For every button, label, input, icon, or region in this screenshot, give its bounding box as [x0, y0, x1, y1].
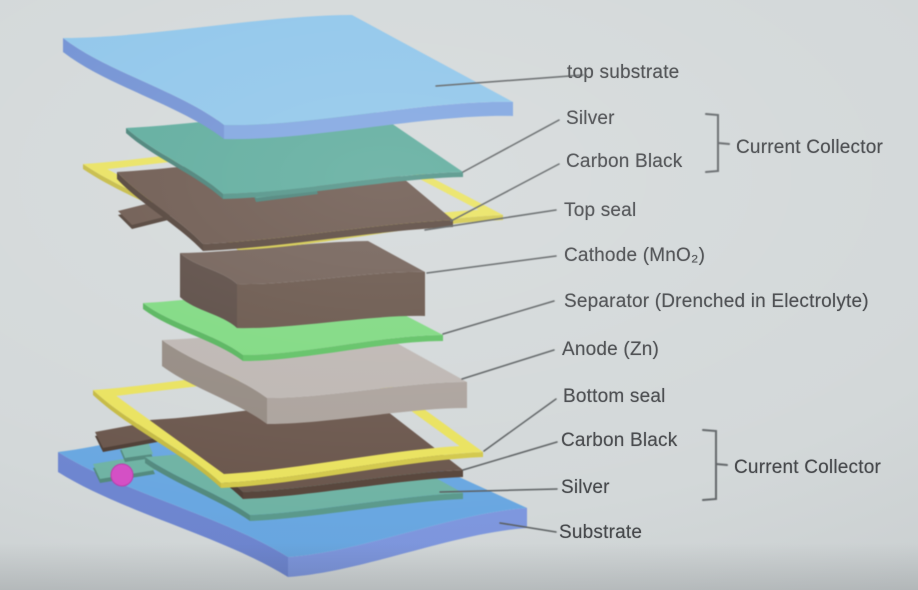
- substrate-front-face: [288, 508, 527, 577]
- label-top-seal: Top seal: [564, 200, 637, 221]
- top-substrate-left-face: [63, 38, 224, 139]
- label-cathode: Cathode (MnO₂): [564, 245, 706, 266]
- leader-top-seal: [424, 209, 557, 231]
- label-substrate: Substrate: [559, 522, 643, 543]
- leader-bottom-seal: [483, 398, 557, 452]
- leader-cathode: [426, 255, 557, 274]
- silver-bottom-front-face: [250, 493, 463, 521]
- carbon-black-bottom-front-face: [243, 470, 463, 499]
- anode-left-face: [162, 340, 267, 424]
- leader-silver-bottom: [439, 488, 558, 493]
- bottom-seal-front-face: [221, 452, 483, 488]
- leader-carbon-black-bottom: [462, 441, 558, 471]
- bottom-seal-left-face: [93, 390, 221, 488]
- label-carbon-black-top: Carbon Black: [566, 151, 683, 172]
- cathode-top-face: [180, 241, 425, 285]
- cathode-left-face: [180, 253, 237, 328]
- label-top-substrate: top substrate: [567, 62, 680, 83]
- electrolyte-dot: [110, 463, 134, 487]
- carbon-black-bottom-top-face: [150, 398, 463, 492]
- leader-substrate: [499, 522, 557, 533]
- bracket-current-collector-bottom: [702, 429, 728, 501]
- silver-top-front-face: [223, 172, 463, 199]
- cathode-front-face: [237, 271, 425, 329]
- label-separator: Separator (Drenched in Electrolyte): [564, 291, 869, 312]
- label-anode: Anode (Zn): [562, 339, 660, 360]
- label-silver-top: Silver: [566, 108, 615, 129]
- label-bottom-seal: Bottom seal: [563, 386, 666, 407]
- separator-front-face: [243, 335, 443, 361]
- leader-silver-top: [462, 119, 560, 173]
- leader-carbon-black-top: [450, 163, 560, 222]
- silver-bottom-left-face: [145, 457, 250, 521]
- layer-top-substrate: [63, 14, 513, 140]
- layer-stack: [58, 14, 527, 577]
- silver-top-left-face: [126, 128, 223, 199]
- leader-separator: [442, 300, 555, 335]
- carbon-black-top-left-face: [117, 172, 203, 251]
- bracket-current-collector-top: [705, 113, 730, 173]
- carbon-black-top-front-face: [203, 220, 453, 251]
- label-current-collector-bottom: Current Collector: [734, 457, 882, 478]
- label-current-collector-top: Current Collector: [736, 137, 884, 158]
- leader-lines: [424, 74, 730, 533]
- anode-front-face: [267, 381, 467, 425]
- leader-anode: [461, 349, 555, 380]
- layer-cathode: [180, 241, 425, 329]
- top-substrate-front-face: [224, 101, 513, 140]
- leader-top-substrate: [435, 74, 584, 87]
- separator-left-face: [143, 303, 243, 361]
- label-silver-bottom: Silver: [561, 477, 610, 498]
- label-carbon-black-bottom: Carbon Black: [561, 430, 678, 451]
- top-substrate-top-face: [63, 14, 513, 126]
